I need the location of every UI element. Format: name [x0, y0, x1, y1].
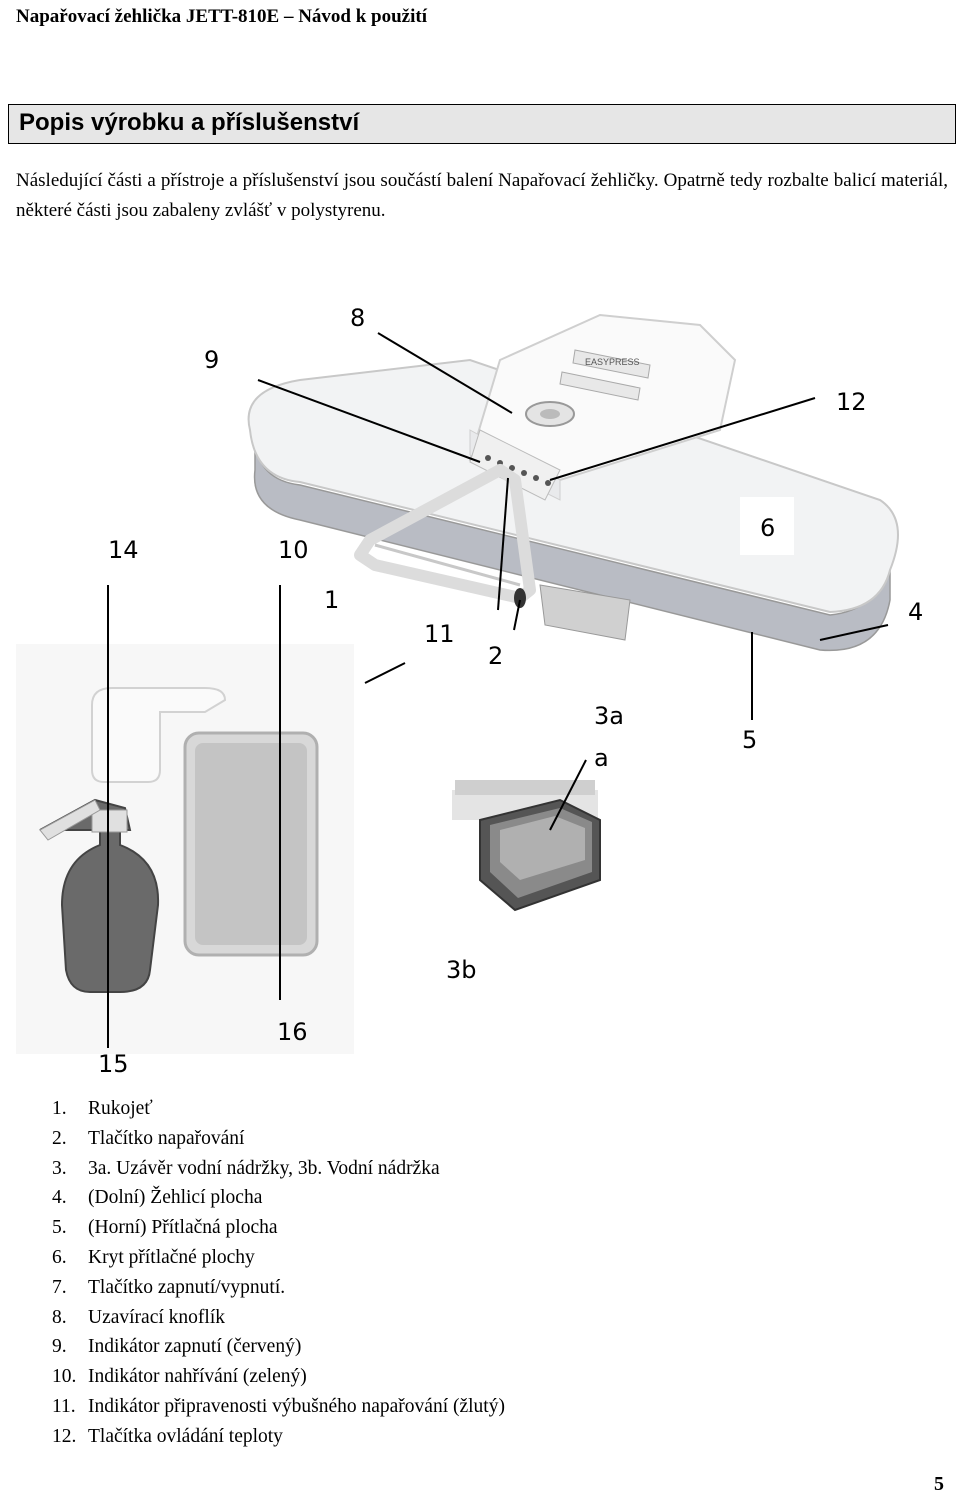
item-label: Rukojeť: [88, 1098, 153, 1119]
list-item: 2. Tlačítko napařování: [52, 1124, 505, 1154]
list-item: 12. Tlačítka ovládání teploty: [52, 1422, 505, 1452]
item-number: 3.: [52, 1157, 67, 1179]
list-item: 11. Indikátor připravenosti výbušného nap…: [52, 1392, 505, 1422]
list-item: 3. 3a. Uzávěr vodní nádržky, 3b. Vodní ná…: [52, 1154, 505, 1184]
accessories-illustration: [16, 644, 354, 1054]
steam-press-illustration: EASYPRESS: [247, 313, 899, 652]
item-number: 1.: [52, 1098, 67, 1119]
item-number: 6.: [52, 1246, 67, 1268]
item-number: 2.: [52, 1127, 67, 1149]
callout-4: 4: [908, 598, 923, 626]
callout-16: 16: [277, 1018, 308, 1046]
section-heading-box: Popis výrobku a příslušenství: [8, 104, 956, 144]
item-number: 4.: [52, 1187, 67, 1209]
item-number: 12.: [52, 1425, 77, 1447]
list-item: 4. (Dolní) Žehlicí plocha: [52, 1183, 505, 1213]
list-item: 8. Uzavírací knoflík: [52, 1303, 505, 1333]
list-item: 7. Tlačítko zapnutí/vypnutí.: [52, 1273, 505, 1303]
product-figure: EASYPRESS: [0, 290, 960, 1090]
item-label: Tlačítko zapnutí/vypnutí.: [88, 1276, 286, 1298]
item-number: 11.: [52, 1395, 76, 1417]
item-label: Indikátor připravenosti výbušného napařo…: [88, 1395, 505, 1417]
page-number: 5: [934, 1473, 944, 1495]
callout-9: 9: [204, 346, 219, 374]
leader-lines: [107, 332, 889, 1048]
brand-text: EASYPRESS: [585, 357, 640, 367]
callout-2: 2: [488, 642, 503, 670]
callout-14: 14: [108, 536, 139, 564]
item-number: 10.: [52, 1366, 77, 1388]
callout-3a: 3a: [594, 702, 624, 730]
callout-10: 10: [278, 536, 309, 564]
item-label: (Dolní) Žehlicí plocha: [88, 1187, 263, 1209]
parts-list: 1. Rukojeť 2. Tlačítko napařování 3. 3a. Uz…: [52, 1094, 505, 1452]
callout-labels: 8 9 12 6 14 10 1 11 2 4 3a a 5 3b 16 15: [98, 304, 923, 1078]
running-title: Napařovací žehlička JETT-810E – Návod k …: [16, 6, 428, 27]
item-label: 3a. Uzávěr vodní nádržky, 3b. Vodní nádr…: [88, 1157, 440, 1179]
list-item: 1. Rukojeť: [52, 1094, 505, 1124]
callout-12: 12: [836, 388, 867, 416]
list-item: 5. (Horní) Přítlačná plocha: [52, 1213, 505, 1243]
item-label: Kryt přítlačné plochy: [88, 1246, 255, 1268]
item-number: 8.: [52, 1306, 67, 1328]
callout-a: a: [594, 744, 609, 772]
list-item: 6. Kryt přítlačné plochy: [52, 1243, 505, 1273]
item-label: Tlačítko napařování: [88, 1127, 245, 1149]
water-tank-illustration: [452, 780, 601, 912]
callout-1: 1: [324, 586, 339, 614]
item-number: 5.: [52, 1217, 67, 1239]
item-label: (Horní) Přítlačná plocha: [88, 1217, 278, 1239]
section-title: Popis výrobku a příslušenství: [19, 109, 360, 136]
callout-11: 11: [424, 620, 455, 648]
intro-paragraph: Následující části a přístroje a přísluše…: [16, 170, 948, 221]
item-label: Indikátor nahřívání (zelený): [88, 1366, 307, 1388]
item-number: 7.: [52, 1276, 67, 1298]
callout-8: 8: [350, 304, 365, 332]
list-item: 10. Indikátor nahřívání (zelený): [52, 1362, 505, 1392]
item-label: Indikátor zapnutí (červený): [88, 1336, 302, 1358]
item-label: Uzavírací knoflík: [88, 1306, 225, 1328]
list-item: 9. Indikátor zapnutí (červený): [52, 1332, 505, 1362]
callout-15: 15: [98, 1050, 129, 1078]
callout-3b: 3b: [446, 956, 477, 984]
product-illustration: EASYPRESS: [16, 304, 923, 1078]
item-label: Tlačítka ovládání teploty: [88, 1425, 283, 1447]
item-number: 9.: [52, 1336, 67, 1358]
callout-5: 5: [742, 726, 757, 754]
callout-6: 6: [760, 514, 775, 542]
